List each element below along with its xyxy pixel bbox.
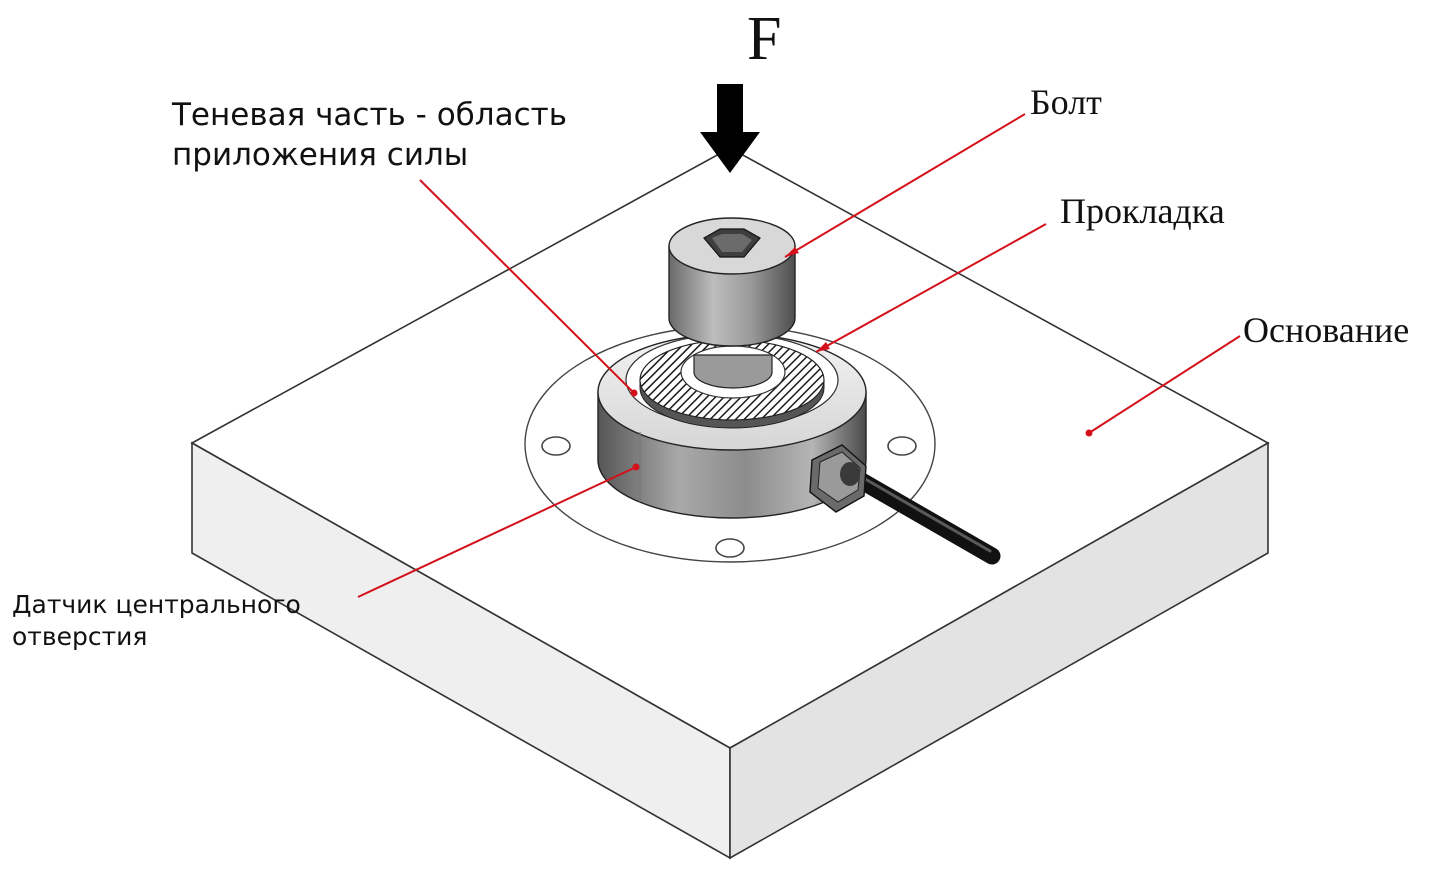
leader-washer bbox=[815, 223, 1047, 353]
mount-hole-left bbox=[541, 436, 571, 456]
mount-hole-bottom bbox=[715, 538, 745, 558]
sensor-label: Датчик центрального отверстия bbox=[12, 589, 301, 653]
mount-hole-right bbox=[887, 436, 917, 456]
bolt bbox=[668, 217, 796, 389]
leader-lines bbox=[357, 113, 1241, 598]
shadow-area-label-line-2: приложения силы bbox=[172, 137, 469, 173]
bolt-label: Болт bbox=[1030, 82, 1102, 122]
sensor-label-line-2: отверстия bbox=[12, 622, 148, 651]
cable-gland bbox=[809, 444, 867, 513]
sensor-label-line-1: Датчик центрального bbox=[12, 590, 301, 619]
shadow-area-label-line-1: Теневая часть - область bbox=[172, 97, 567, 133]
leader-sensor bbox=[357, 466, 637, 598]
leader-shadow-area bbox=[419, 179, 635, 394]
force-label: F bbox=[747, 5, 782, 73]
flange bbox=[524, 325, 936, 563]
sensor-cable bbox=[851, 471, 1001, 565]
shadow-area-label: Теневая часть - область приложения силы bbox=[172, 95, 567, 175]
base-plate-right-side bbox=[729, 441, 1269, 860]
force-arrow bbox=[700, 84, 760, 173]
washer-label: Прокладка bbox=[1060, 191, 1225, 231]
leader-base bbox=[1088, 335, 1241, 434]
base-label: Основание bbox=[1243, 310, 1410, 350]
leader-bolt bbox=[784, 113, 1026, 258]
